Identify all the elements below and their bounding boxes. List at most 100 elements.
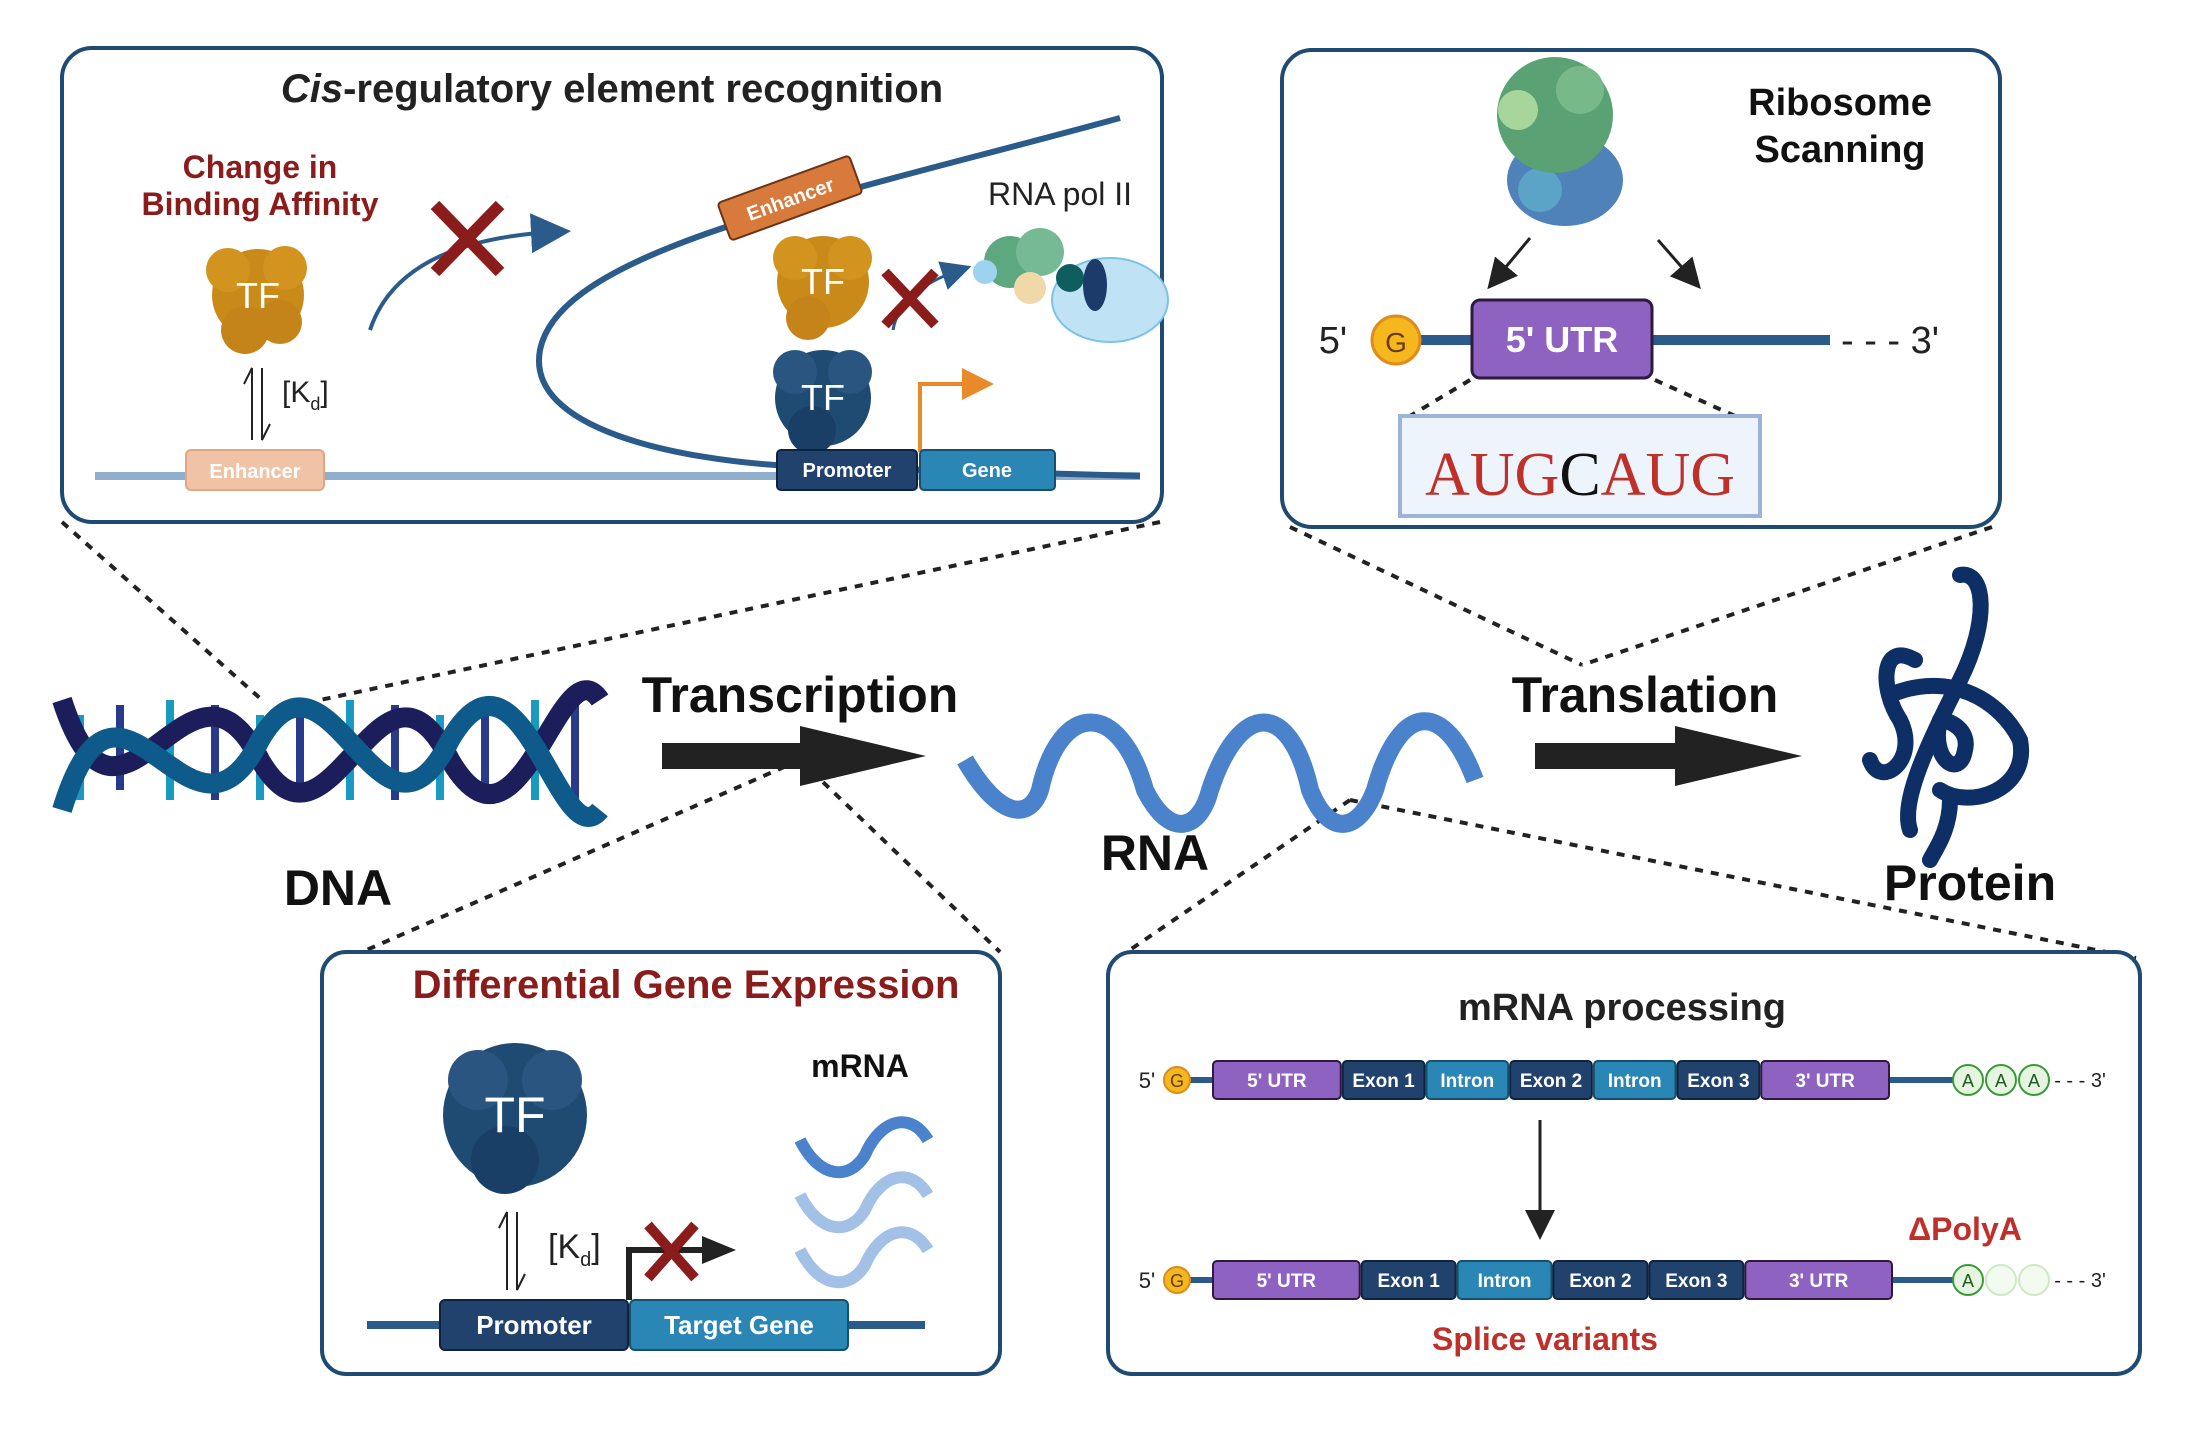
gene-label: Gene <box>962 460 1012 482</box>
tf-navy-dge-icon: TF <box>443 1043 587 1194</box>
mrna-waves-icon <box>794 1116 934 1289</box>
five-utr-label: 5' UTR <box>1506 319 1619 360</box>
five-prime-label: 5' <box>1139 1268 1155 1293</box>
cap-label: G <box>1385 327 1407 358</box>
sequence-text: AUGCAUG <box>1425 441 1735 509</box>
segment-label: Intron <box>1440 1071 1494 1092</box>
block-x-dge-icon <box>644 1221 699 1282</box>
tf-orange-loop-icon: TF <box>773 236 872 340</box>
segment-utr <box>1212 1260 1361 1300</box>
transcription-arrow-icon <box>662 726 926 786</box>
enhancer-faded-label: Enhancer <box>209 461 300 483</box>
segment-utr <box>1212 1060 1342 1100</box>
dna-label: DNA <box>284 860 392 916</box>
polya-bead-icon <box>2018 1064 2050 1096</box>
rna-pol-label: RNA pol II <box>988 176 1132 212</box>
block-x-small-icon <box>881 268 939 329</box>
tss-arrowhead-icon <box>702 1236 736 1264</box>
polya-label: A <box>1962 1071 1974 1091</box>
kd-label: [Kd] <box>282 376 329 414</box>
promoter-dge-label: Promoter <box>476 1310 592 1340</box>
ribosome-title-1: Ribosome <box>1748 82 1932 124</box>
segment-label: Exon 2 <box>1569 1271 1631 1292</box>
target-gene-box <box>629 1299 849 1351</box>
ribosome-title-2: Scanning <box>1754 129 1925 171</box>
dge-title: Differential Gene Expression <box>413 963 960 1007</box>
polya-label: A <box>2028 1071 2040 1091</box>
transcription-label: Transcription <box>642 667 959 723</box>
dna-loop <box>536 115 1141 479</box>
polya-bead-icon <box>1985 1064 2017 1096</box>
rna-label: RNA <box>1101 825 1209 881</box>
segment-exon <box>1676 1060 1761 1100</box>
protein-label: Protein <box>1884 855 2056 911</box>
polya-bead-icon <box>1952 1264 1984 1296</box>
curved-arrow-icon <box>368 213 571 331</box>
connector-lines <box>60 520 2137 960</box>
splice-variants-label: Splice variants <box>1432 1321 1658 1357</box>
segment-label: 5' UTR <box>1247 1071 1307 1092</box>
five-prime-label: 5' <box>1139 1068 1155 1093</box>
segment-label: Intron <box>1608 1071 1662 1092</box>
scan-arrow-left-icon <box>1487 237 1532 290</box>
panel-cis-regulatory: Cis-regulatory element recognition Chang… <box>60 46 1169 524</box>
promoter-label: Promoter <box>803 460 892 482</box>
delta-polya-label: ΔPolyA <box>1908 1211 2022 1247</box>
segment-label: 5' UTR <box>1257 1271 1317 1292</box>
dna-helix-icon <box>52 680 609 827</box>
polya-bead-icon <box>1985 1264 2017 1296</box>
segment-utr <box>1760 1060 1891 1100</box>
svg-text:TF: TF <box>801 261 845 302</box>
translation-label: Translation <box>1512 667 1779 723</box>
polya-bead-icon <box>2018 1264 2050 1296</box>
mrna-label: mRNA <box>811 1048 909 1084</box>
svg-text:TF: TF <box>801 377 845 418</box>
segment-exon <box>1341 1060 1426 1100</box>
cap-g-icon <box>1163 1066 1191 1094</box>
cis-panel-title: Cis-regulatory element recognition <box>281 67 943 111</box>
translation-arrow-icon <box>1535 726 1802 786</box>
promoter-dge-box <box>439 1299 629 1351</box>
cap-label: G <box>1170 1071 1184 1091</box>
segment-label: Intron <box>1478 1271 1532 1292</box>
panel-differential-expression: Differential Gene Expression TF [Kd] mRN… <box>320 950 1002 1376</box>
segment-label: Exon 3 <box>1665 1271 1727 1292</box>
panel-ribosome-scanning: Ribosome Scanning 5' G 5' UTR - - - 3' A… <box>1280 48 2002 529</box>
tf-label: TF <box>236 275 280 316</box>
protein-fold-icon <box>1862 566 2030 868</box>
kd-dge-label: [Kd] <box>548 1228 601 1271</box>
change-in-label: Change in <box>183 149 338 185</box>
sequence-box <box>1398 414 1762 518</box>
segment-label: 3' UTR <box>1795 1071 1855 1092</box>
svg-text:TF: TF <box>484 1087 545 1143</box>
segment-label: 3' UTR <box>1789 1271 1849 1292</box>
enhancer-faded-box <box>185 449 325 491</box>
segment-intron <box>1456 1260 1553 1300</box>
segment-label: Exon 1 <box>1352 1071 1415 1092</box>
equilibrium-arrows-dge-icon <box>498 1211 526 1291</box>
segment-intron <box>1425 1060 1510 1100</box>
segment-label: Exon 2 <box>1520 1071 1582 1092</box>
segment-intron <box>1592 1060 1677 1100</box>
cap-g-icon <box>1163 1266 1191 1294</box>
polya-bead-icon <box>1952 1064 1984 1096</box>
segment-exon <box>1360 1260 1457 1300</box>
segment-label: Exon 1 <box>1377 1271 1440 1292</box>
segment-exon <box>1648 1260 1745 1300</box>
cap-label: G <box>1170 1271 1184 1291</box>
tss-arrow-icon <box>918 368 994 452</box>
segment-exon <box>1552 1260 1649 1300</box>
scan-arrow-right-icon <box>1656 239 1701 290</box>
rna-strand-icon <box>957 712 1484 833</box>
five-utr-box <box>1470 298 1654 380</box>
equilibrium-arrows-icon <box>243 367 271 441</box>
gene-box <box>919 449 1056 491</box>
tss-arrow-dge-icon <box>626 1247 710 1300</box>
zoom-lines <box>1408 378 1736 418</box>
three-prime-label: - - - 3' <box>2054 1070 2106 1092</box>
tf-orange-icon: TF <box>206 246 307 354</box>
